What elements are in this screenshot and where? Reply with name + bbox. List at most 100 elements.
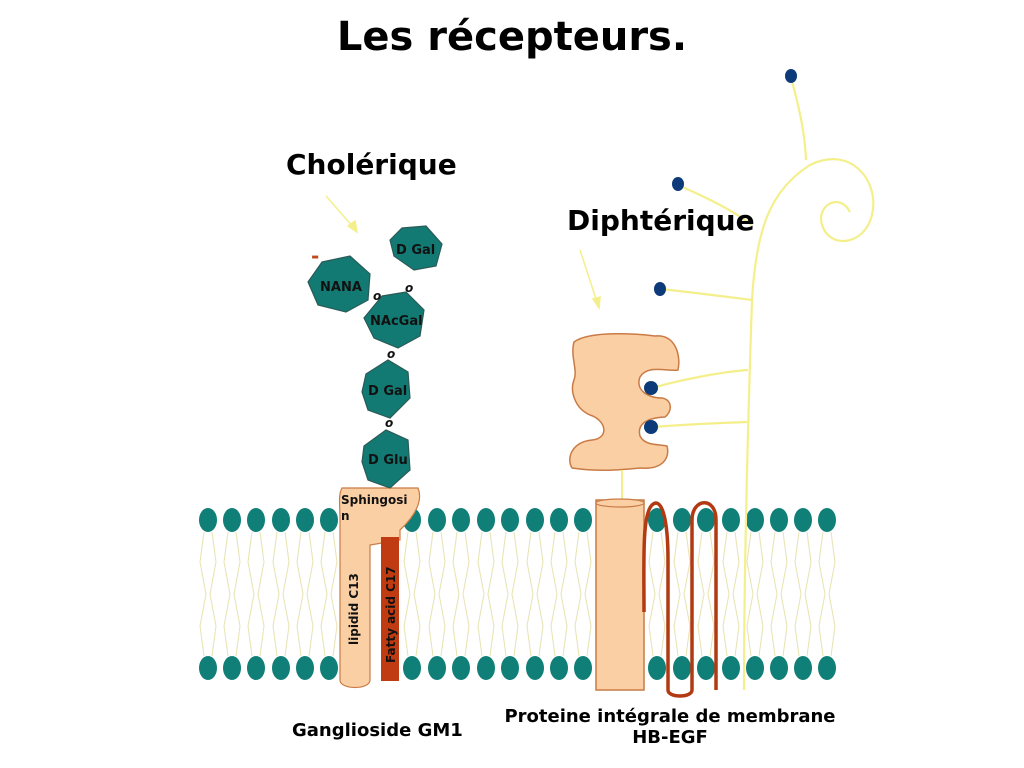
membrane-tail: [501, 531, 519, 595]
sugar-nacgal: [363, 291, 425, 349]
membrane-tail: [673, 531, 691, 595]
sugar-d-gal: [361, 359, 411, 419]
membrane-head: [746, 656, 764, 680]
membrane-tail: [320, 531, 338, 595]
sugar-label-nana: NANA: [320, 280, 362, 295]
membrane-tail: [550, 531, 568, 595]
membrane-tail: [452, 593, 470, 657]
transmembrane-cylinder: [595, 499, 645, 691]
sugar-d-glu: [361, 429, 411, 489]
diphterique-arrow: [579, 249, 601, 311]
membrane-head: [247, 508, 265, 532]
membrane-head: [770, 508, 788, 532]
membrane-head: [770, 656, 788, 680]
membrane-tail: [296, 593, 314, 657]
membrane-tail: [697, 593, 715, 657]
membrane-head: [296, 508, 314, 532]
membrane-head: [223, 508, 241, 532]
membrane-head: [697, 508, 715, 532]
membrane-head: [526, 508, 544, 532]
membrane-heads-top: [199, 508, 836, 532]
bond-label: o: [385, 416, 393, 430]
membrane-heads-bottom: [199, 656, 836, 680]
blue-node: [654, 282, 666, 296]
sugar-d-gal-top: [389, 225, 443, 271]
membrane-tail: [272, 593, 290, 657]
membrane-head: [320, 656, 338, 680]
ganglioside-lipid: [338, 487, 421, 689]
yellow-receptor-stalk: [651, 77, 875, 691]
lipidid-label: lipidid C13: [347, 573, 361, 645]
membrane-tail: [550, 593, 568, 657]
membrane-tail: [746, 593, 764, 657]
membrane-head: [673, 508, 691, 532]
membrane-head: [428, 656, 446, 680]
membrane-head: [477, 508, 495, 532]
membrane-tail: [794, 531, 812, 595]
membrane-tail: [574, 593, 592, 657]
sugar-label-d-gal-top: D Gal: [396, 243, 435, 258]
proteine-label-line2: HB-EGF: [632, 727, 708, 748]
proteine-label: Proteine intégrale de membrane HB-EGF: [490, 706, 850, 748]
membrane-tail: [477, 593, 495, 657]
membrane-head: [648, 656, 666, 680]
membrane-tail: [770, 531, 788, 595]
membrane-head: [794, 656, 812, 680]
membrane-tail: [746, 531, 764, 595]
membrane-head: [272, 656, 290, 680]
membrane-tail: [818, 593, 836, 657]
membrane-head: [501, 508, 519, 532]
membrane-head: [199, 508, 217, 532]
membrane-tail: [477, 531, 495, 595]
membrane-tail: [296, 531, 314, 595]
bond-label: o: [405, 281, 413, 295]
membrane-head: [818, 508, 836, 532]
membrane-head: [648, 508, 666, 532]
fatty-acid-label: Fatty acid C17: [384, 566, 398, 663]
sugar-label-d-gal: D Gal: [368, 384, 407, 399]
membrane-tail: [272, 531, 290, 595]
membrane-head: [673, 656, 691, 680]
sphingosine-label-cont: n: [341, 509, 350, 523]
sugar-chain: D Gal NANA NAcGal D Gal D Glu o o o o: [307, 225, 443, 489]
membrane-tail: [452, 531, 470, 595]
membrane-tail: [722, 593, 740, 657]
ganglioside-label: Ganglioside GM1: [292, 720, 463, 741]
membrane-head: [722, 508, 740, 532]
membrane-tail: [223, 593, 241, 657]
membrane-head: [272, 508, 290, 532]
membrane-tail: [223, 531, 241, 595]
membrane-head: [501, 656, 519, 680]
membrane-tail: [247, 593, 265, 657]
membrane-tail: [818, 531, 836, 595]
membrane-tail: [247, 531, 265, 595]
bond-label: o: [387, 347, 395, 361]
membrane-tail: [320, 593, 338, 657]
negative-charge-sign: -: [311, 244, 319, 268]
membrane-head: [574, 656, 592, 680]
membrane-head: [746, 508, 764, 532]
membrane-head: [296, 656, 314, 680]
membrane-tail: [403, 531, 421, 595]
sugar-label-d-glu: D Glu: [368, 453, 408, 468]
membrane-tail: [648, 531, 666, 595]
membrane-head: [247, 656, 265, 680]
membrane-tail: [697, 531, 715, 595]
membrane-tail: [648, 593, 666, 657]
cholerique-arrow: [325, 195, 359, 234]
proteine-label-line1: Proteine intégrale de membrane: [504, 706, 836, 727]
membrane-tail: [428, 593, 446, 657]
membrane-head: [452, 508, 470, 532]
membrane-tail: [199, 531, 217, 595]
membrane-head: [477, 656, 495, 680]
membrane-tail: [722, 531, 740, 595]
membrane-head: [320, 508, 338, 532]
sphingosine-label: Sphingosi: [341, 493, 408, 507]
membrane-head: [550, 508, 568, 532]
membrane-tail: [794, 593, 812, 657]
membrane-tails: [199, 531, 836, 657]
membrane-head: [722, 656, 740, 680]
hb-egf-protein: [569, 333, 680, 691]
membrane-tail: [199, 593, 217, 657]
